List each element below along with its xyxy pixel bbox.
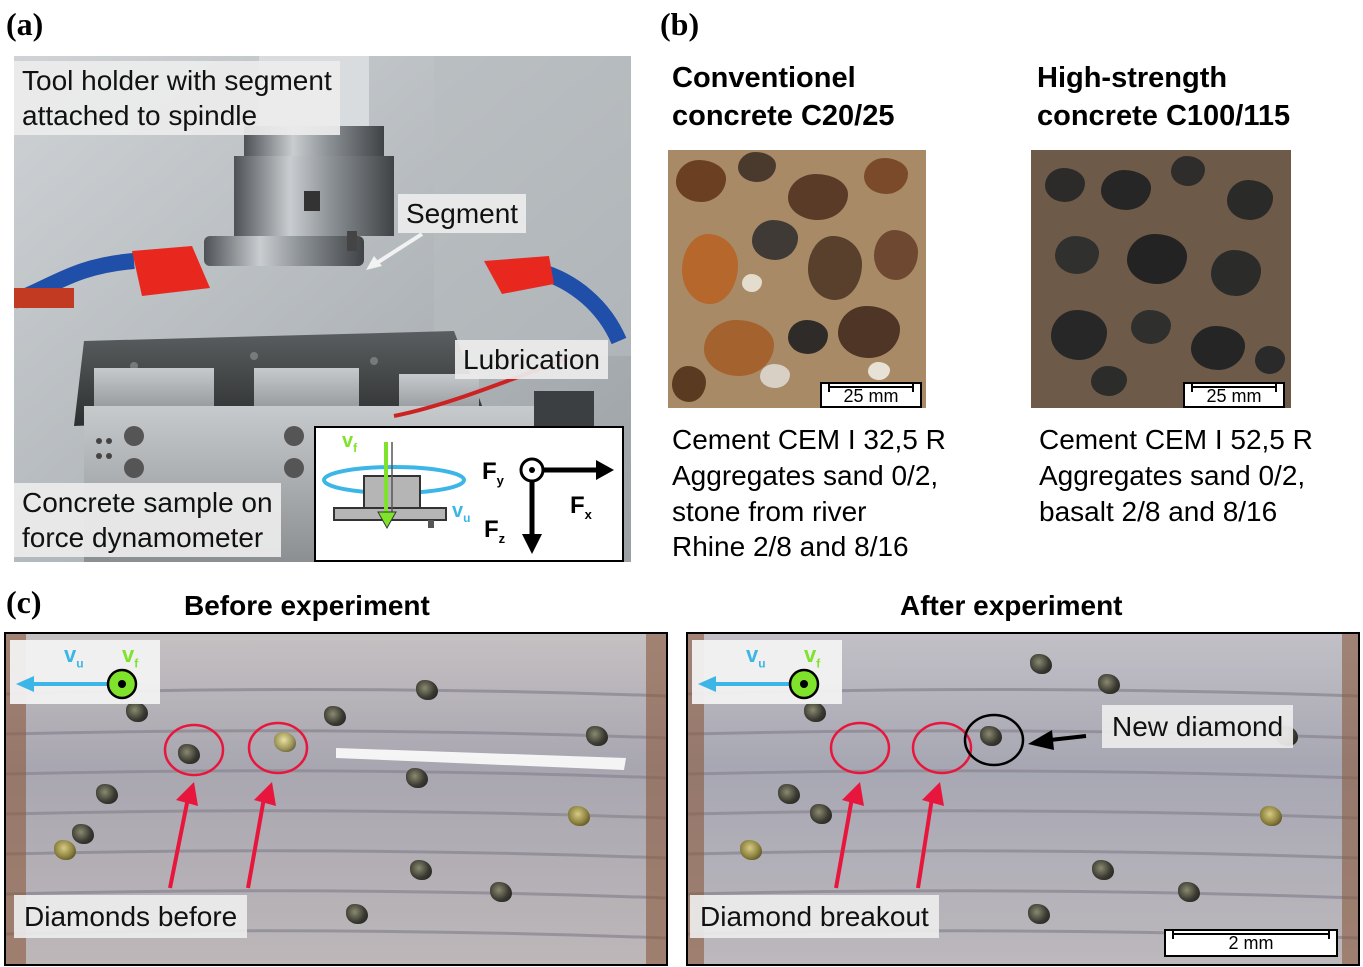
force-z-subscript: z: [498, 530, 506, 546]
conventional-description-line-3: stone from river: [672, 495, 867, 527]
segment-before-texture: [6, 634, 666, 964]
before-feed-velocity-subscript: f: [134, 656, 139, 671]
segment-callout: Segment: [398, 194, 527, 233]
conventional-scale-label: 25 mm: [843, 386, 899, 406]
cutting-velocity-symbol: v: [452, 500, 464, 522]
conventional-description-line-1: Cement CEM I 32,5 R: [672, 424, 946, 455]
segment-scale-label: 2 mm: [1228, 933, 1274, 953]
panel-c-label: (c): [6, 584, 42, 620]
force-y-subscript: y: [496, 472, 504, 488]
feed-velocity-subscript: f: [353, 441, 358, 455]
sample-callout-line-1: Concrete sample on: [22, 487, 273, 518]
high-strength-scale-bar: 25 mm: [1183, 382, 1285, 408]
before-experiment-title: Before experiment: [184, 590, 430, 621]
before-feed-velocity-symbol: v: [122, 642, 135, 667]
before-velocity-arrows: [16, 668, 138, 700]
force-y-symbol: F: [482, 458, 497, 485]
conventional-concrete-image: [668, 150, 926, 408]
after-experiment-title: After experiment: [900, 590, 1123, 621]
high-strength-description-line-1: Cement CEM I 52,5 R: [1039, 424, 1313, 455]
diamonds-before-callout: Diamonds before: [14, 895, 248, 938]
force-z-label: Fz: [484, 516, 505, 546]
tool-holder-callout-line-2: attached to spindle: [22, 100, 258, 131]
force-z-symbol: F: [484, 516, 499, 543]
force-y-label: Fy: [482, 458, 504, 488]
conventional-heading-line-2: concrete C20/25: [672, 99, 895, 132]
after-cutting-velocity-subscript: u: [758, 656, 766, 671]
after-velocity-arrows: [698, 668, 820, 700]
conventional-concrete-heading: Conventionel concrete C20/25: [672, 60, 894, 135]
high-strength-description: Cement CEM I 52,5 R Aggregates sand 0/2,…: [1039, 422, 1313, 529]
conventional-heading-line-1: Conventionel: [672, 62, 856, 94]
new-diamond-callout: New diamond: [1102, 705, 1294, 748]
before-cutting-velocity-label: vu: [64, 642, 84, 670]
cutting-velocity-label: vu: [452, 500, 470, 525]
force-x-label: Fx: [570, 492, 592, 522]
high-strength-description-line-2: Aggregates sand 0/2,: [1039, 459, 1306, 491]
segment-pointer-arrow: [366, 232, 424, 270]
segment-scale-bar: 2 mm: [1164, 929, 1338, 957]
force-x-subscript: x: [584, 506, 592, 522]
panel-a-label: (a): [6, 6, 44, 42]
before-velocity-legend: vu vf: [10, 640, 160, 704]
panel-b-label: (b): [660, 6, 700, 42]
tool-holder-callout-line-1: Tool holder with segment: [22, 65, 332, 96]
conventional-description-line-4: Rhine 2/8 and 8/16: [672, 531, 909, 563]
force-diagram: [322, 442, 614, 554]
high-strength-concrete-heading: High-strength concrete C100/115: [1037, 60, 1290, 135]
before-cutting-velocity-symbol: v: [64, 642, 77, 667]
conventional-description-line-2: Aggregates sand 0/2,: [672, 459, 939, 491]
after-feed-velocity-symbol: v: [804, 642, 817, 667]
high-strength-description-line-3: basalt 2/8 and 8/16: [1039, 495, 1278, 527]
high-strength-scale-label: 25 mm: [1206, 386, 1262, 406]
after-diamond-markers: [829, 713, 1087, 889]
tool-holder-callout: Tool holder with segment attached to spi…: [14, 61, 340, 135]
after-feed-velocity-subscript: f: [816, 656, 821, 671]
lubrication-callout: Lubrication: [455, 340, 608, 379]
high-strength-heading-line-2: concrete C100/115: [1037, 99, 1291, 132]
before-cutting-velocity-subscript: u: [76, 656, 84, 671]
cutting-velocity-subscript: u: [463, 511, 471, 525]
sample-callout: Concrete sample on force dynamometer: [14, 483, 281, 557]
diamond-breakout-callout: Diamond breakout: [690, 895, 939, 938]
after-feed-velocity-label: vf: [804, 642, 820, 670]
before-diamond-markers: [163, 721, 309, 889]
before-feed-velocity-label: vf: [122, 642, 138, 670]
after-cutting-velocity-label: vu: [746, 642, 766, 670]
after-cutting-velocity-symbol: v: [746, 642, 759, 667]
high-strength-concrete-image: [1031, 150, 1291, 408]
conventional-scale-bar: 25 mm: [820, 382, 922, 408]
feed-velocity-symbol: v: [342, 430, 354, 452]
conventional-description: Cement CEM I 32,5 R Aggregates sand 0/2,…: [672, 422, 946, 565]
after-velocity-legend: vu vf: [692, 640, 842, 704]
force-diagram-inset: vf vu Fy Fx Fz: [314, 426, 624, 562]
force-x-symbol: F: [570, 492, 585, 519]
feed-velocity-label: vf: [342, 430, 357, 455]
high-strength-heading-line-1: High-strength: [1037, 62, 1228, 94]
sample-callout-line-2: force dynamometer: [22, 522, 264, 553]
